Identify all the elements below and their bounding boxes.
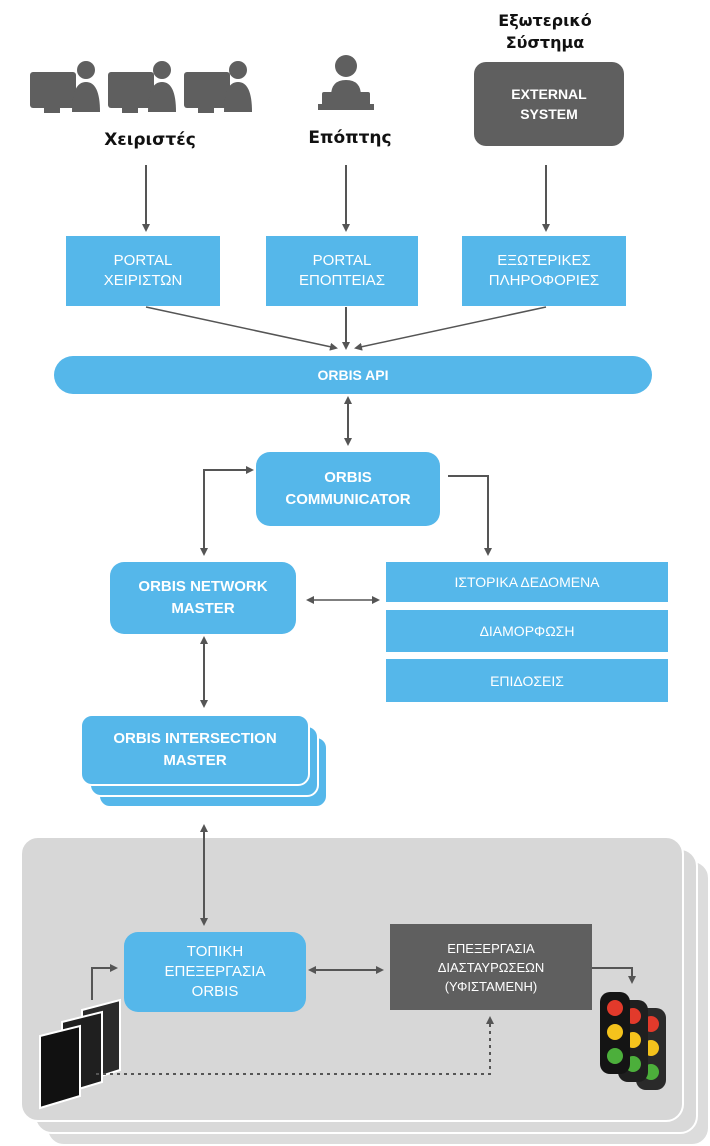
arrow-portal-operators-api (145, 306, 338, 351)
portal-supervision: PORTAL ΕΠΟΠΤΕΙΑΣ (266, 236, 418, 306)
orbis-intersection-master: ORBIS INTERSECTION MASTER (80, 714, 310, 786)
intersection-processing: ΕΠΕΞΕΡΓΑΣΙΑ ΔΙΑΣΤΑΥΡΩΣΕΩΝ (ΥΦΙΣΤΑΜΕΝΗ) (390, 924, 592, 1010)
external-system-label: Εξωτερικό Σύστημα (498, 11, 592, 52)
arrow-communicator-network (200, 466, 254, 556)
orbis-communicator: ORBIS COMMUNICATOR (256, 452, 440, 526)
data-configuration: ΔΙΑΜΟΡΦΩΣΗ (386, 610, 668, 652)
data-historical: ΙΣΤΟΡΙΚΑ ΔΕΔΟΜΕΝΑ (386, 562, 668, 602)
portal-external-info: ΕΞΩΤΕΡΙΚΕΣ ΠΛΗΡΟΦΟΡΙΕΣ (462, 236, 626, 306)
arrow-portal-external-api (354, 306, 547, 351)
supervisor-label: Επόπτης (308, 128, 392, 148)
data-performance: ΕΠΙΔΟΣΕΙΣ (386, 659, 668, 702)
arrow-communicator-data (448, 475, 492, 556)
operators-label: Χειριστές (104, 130, 196, 150)
external-system-box: EXTERNAL SYSTEM (474, 62, 624, 146)
orbis-network-master: ORBIS NETWORK MASTER (110, 562, 296, 634)
portal-operators: PORTAL ΧΕΙΡΙΣΤΩΝ (66, 236, 220, 306)
orbis-api-bar: ORBIS API (54, 356, 652, 394)
local-orbis-processing: ΤΟΠΙΚΗ ΕΠΕΞΕΡΓΑΣΙΑ ORBIS (124, 932, 306, 1012)
